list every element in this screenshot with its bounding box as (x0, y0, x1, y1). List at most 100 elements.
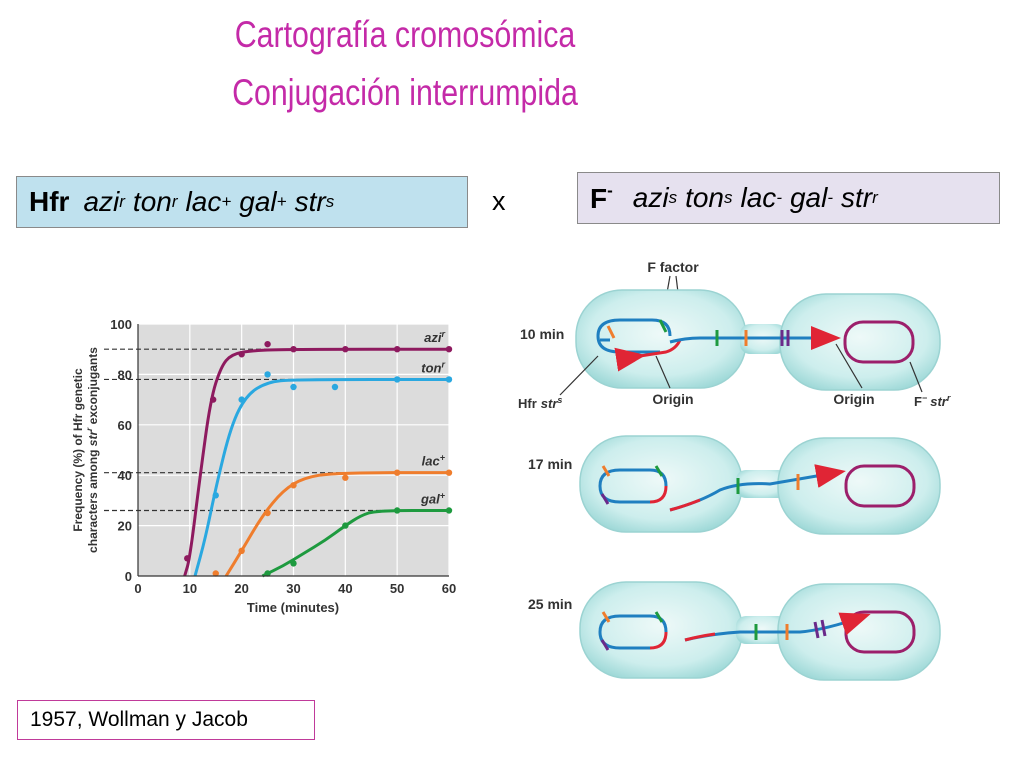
x-tick-label: 0 (134, 581, 141, 596)
citation-box: 1957, Wollman y Jacob (17, 700, 315, 740)
y-tick-label: 40 (118, 468, 132, 483)
fminus-chromosome (844, 464, 916, 508)
y-axis-label-line2: characters among strr exconjugants (85, 347, 100, 553)
marker (813, 621, 820, 639)
series-label-sup: r (441, 359, 445, 369)
data-point-gal (290, 560, 297, 567)
origin-segment (649, 631, 668, 650)
origin-pointer (835, 343, 863, 389)
series-label-sup: + (440, 453, 446, 463)
series-curve-gal (261, 508, 449, 578)
data-point-azi (445, 346, 453, 353)
gene-allele: r (171, 192, 178, 211)
gene-allele: + (221, 192, 232, 211)
data-point-lac (393, 469, 401, 476)
fminus-chromosome (843, 320, 915, 364)
data-point-azi (264, 340, 271, 348)
data-point-ton (445, 376, 453, 383)
x-tick-label: 30 (286, 581, 300, 596)
gene-name: ton (132, 186, 172, 217)
data-point-gal (264, 570, 271, 577)
data-point-azi (393, 346, 401, 353)
grid-lines (138, 323, 450, 576)
series-label-azi: azir (424, 329, 445, 345)
data-point-azi (238, 351, 245, 358)
panel-25-min: 25 min (528, 581, 941, 681)
ylabel-post: exconjugants (86, 347, 100, 428)
gene-allele: - (827, 188, 834, 207)
gene-allele: r (872, 188, 878, 207)
series-curve-lac (224, 471, 449, 577)
hfr-label-italic: str (541, 396, 559, 411)
x-tick-label: 10 (183, 581, 197, 596)
y-axis-label-line1: Frequency (%) of Hfr genetic (71, 368, 85, 532)
hfr-label-sup: s (557, 395, 562, 405)
str-marker (600, 493, 610, 505)
gene-name: lac (185, 186, 222, 217)
data-point-azi (209, 396, 217, 403)
data-point-ton (331, 383, 339, 391)
gene-name: azi (83, 186, 120, 217)
data-point-lac (445, 469, 453, 476)
azi-marker (606, 325, 616, 339)
gene-allele: + (276, 192, 287, 211)
time-label: 17 min (528, 456, 572, 472)
data-point-ton (238, 396, 245, 403)
data-point-gal (393, 507, 401, 514)
ylabel-italic: str (86, 430, 100, 447)
axes (137, 324, 449, 577)
series-points (184, 340, 453, 577)
data-point-lac (238, 547, 245, 554)
fminus-strain-name: F (590, 183, 608, 214)
x-tick-label: 50 (390, 581, 404, 596)
origin-segment (614, 339, 682, 372)
gene-name: str (294, 186, 326, 217)
cross-symbol: x (492, 186, 506, 216)
fminus-label: F−strr (914, 393, 951, 409)
azi-marker (601, 465, 611, 477)
hfr-strain-label: Hfr (29, 186, 70, 217)
data-point-gal (445, 507, 453, 514)
data-point-lac (264, 509, 271, 517)
series-label-sup: + (440, 490, 446, 500)
fminus-label-text: F (914, 394, 922, 409)
fminus-label-italic: str (930, 394, 948, 409)
series-curves (183, 347, 449, 578)
gene-name: ton (685, 182, 725, 213)
series-label-ton: tonr (421, 359, 445, 375)
str-marker (600, 639, 610, 651)
ton-marker (654, 465, 664, 477)
y-tick-label: 20 (118, 519, 132, 534)
data-point-lac (212, 570, 219, 577)
gene-name: str (841, 182, 873, 213)
series-label-name: lac (422, 454, 441, 469)
hfr-chromosome (596, 318, 672, 354)
data-point-lac (290, 482, 297, 489)
gene-name: lac (740, 182, 777, 213)
ton-marker (654, 611, 664, 623)
series-label-name: gal (420, 491, 440, 506)
azi-marker (601, 611, 611, 623)
data-point-lac (342, 474, 349, 481)
slide-title-line1: Cartografía cromosómica (234, 14, 576, 55)
gene-name: azi (632, 182, 669, 213)
slide-title-line2: Conjugación interrumpida (232, 72, 578, 113)
hfr-pointer (559, 355, 599, 396)
y-tick-label: 80 (118, 367, 132, 382)
data-point-gal (342, 522, 349, 529)
transferred-dna (669, 326, 841, 350)
fminus-label-sup: − (922, 393, 927, 403)
series-curve-ton (193, 377, 449, 577)
series-label-gal: gal+ (420, 490, 446, 506)
gene-allele: s (724, 188, 733, 207)
series-label-name: azi (424, 330, 442, 345)
data-point-ton (212, 492, 219, 499)
fminus-label-sup2: r (947, 393, 951, 403)
ylabel-pre: characters among (86, 446, 100, 553)
time-label: 25 min (528, 596, 572, 612)
